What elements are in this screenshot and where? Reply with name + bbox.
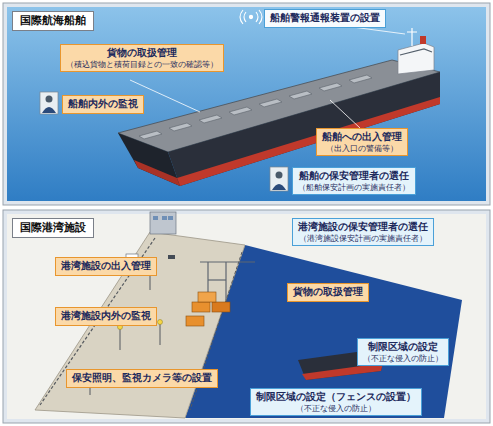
- port-illustration: [185, 245, 462, 418]
- port-illustration: [186, 316, 204, 326]
- box-note: （港湾施設保安計画の実施責任者）: [298, 234, 428, 243]
- box-heading: 船舶内外の監視: [68, 98, 138, 111]
- panel-title: 国際港湾施設: [12, 218, 94, 238]
- measure-box: 制限区域の設定（フェンスの設置）（不正な侵入の防止）: [250, 388, 422, 416]
- ship-illustration: [407, 32, 417, 33]
- person-icon: [270, 167, 288, 191]
- ship-panel: [3, 3, 490, 205]
- box-heading: 港湾施設の出入管理: [61, 260, 151, 273]
- signal-icon: [259, 10, 262, 24]
- port-illustration: [225, 262, 226, 300]
- ship-illustration: [289, 91, 312, 99]
- leader-line: [330, 100, 360, 128]
- measure-box: 船舶の保安管理者の選任（船舶保安計画の実施責任者）: [292, 167, 416, 195]
- port-illustration: [212, 302, 230, 312]
- ship-panel: [7, 7, 486, 201]
- port-panel: [3, 210, 490, 423]
- measure-box: 貨物の取扱管理（積込貨物と積荷目録との一致の確認等）: [60, 44, 224, 72]
- ship-illustration: [398, 43, 434, 74]
- port-panel: [3, 210, 490, 423]
- ship-illustration: [118, 133, 180, 186]
- port-illustration: [35, 232, 245, 418]
- port-illustration: [153, 216, 158, 220]
- measure-box: 貨物の取扱管理: [287, 283, 369, 302]
- port-illustration: [198, 292, 216, 302]
- port-illustration: [168, 255, 175, 259]
- port-illustration: [162, 216, 167, 220]
- person-icon: [276, 172, 283, 179]
- port-illustration: [208, 279, 226, 280]
- person-icon: [42, 107, 56, 113]
- ship-illustration: [139, 131, 162, 139]
- measure-box: 船舶内外の監視: [62, 95, 144, 114]
- box-heading: 船舶の保安管理者の選任: [298, 170, 410, 183]
- port-illustration: [168, 216, 173, 220]
- person-icon: [272, 184, 286, 190]
- box-note: （不正な侵入の防止）: [256, 404, 416, 413]
- signal-icon: [249, 15, 252, 18]
- box-heading: 船舶警報通報装置の設置: [270, 12, 380, 25]
- signal-icon: [244, 12, 246, 22]
- measure-box: 保安照明、監視カメラ等の設置: [66, 369, 218, 388]
- box-heading: 港湾施設の保安管理者の選任: [298, 221, 428, 234]
- panel-title: 国際航海船舶: [12, 11, 94, 31]
- box-heading: 制限区域の設定（フェンスの設置）: [256, 391, 416, 404]
- measure-box: 制限区域の設定（不正な侵入の防止）: [357, 338, 449, 366]
- port-illustration: [35, 212, 462, 418]
- measure-box: 船舶への出入管理（出入口の警備等）: [316, 128, 408, 156]
- ship-illustration: [169, 123, 192, 131]
- box-heading: 制限区域の設定: [363, 341, 443, 354]
- ship-illustration: [199, 115, 222, 123]
- ship-illustration: [229, 107, 252, 115]
- box-heading: 貨物の取扱管理: [66, 47, 218, 60]
- box-heading: 国際航海船舶: [20, 14, 86, 28]
- ship-illustration: [420, 36, 426, 44]
- box-heading: 国際港湾施設: [20, 221, 86, 235]
- person-icon: [40, 92, 58, 114]
- signal-icon: [240, 10, 262, 24]
- measure-box: 港湾施設の保安管理者の選任（港湾施設保安計画の実施責任者）: [292, 218, 434, 246]
- ship-illustration: [134, 160, 180, 186]
- person-icon: [270, 167, 288, 191]
- measure-box: 港湾施設内外の監視: [55, 307, 157, 326]
- port-illustration: [192, 302, 210, 312]
- port-illustration: [160, 323, 161, 345]
- port-panel: [7, 214, 486, 419]
- box-heading: 船舶への出入管理: [322, 131, 402, 144]
- measure-box: 港湾施設の出入管理: [55, 257, 157, 276]
- box-heading: 保安照明、監視カメラ等の設置: [72, 372, 212, 385]
- port-illustration: [200, 261, 255, 262]
- ship-illustration: [400, 49, 432, 55]
- port-illustration: [158, 320, 163, 325]
- box-heading: 貨物の取扱管理: [293, 286, 363, 299]
- port-illustration: [120, 328, 121, 350]
- ship-illustration: [319, 83, 342, 91]
- person-icon: [40, 92, 58, 114]
- signal-icon: [256, 12, 258, 22]
- ship-illustration: [259, 99, 282, 107]
- box-note: （船舶保安計画の実施責任者）: [298, 183, 410, 192]
- box-note: （出入口の警備等）: [322, 144, 402, 153]
- ship-panel: [3, 3, 490, 205]
- box-note: （不正な侵入の防止）: [363, 354, 443, 363]
- port-illustration: [150, 212, 176, 234]
- box-heading: 港湾施設内外の監視: [61, 310, 151, 323]
- ship-illustration: [411, 28, 412, 46]
- ship-illustration: [349, 75, 372, 83]
- ship-illustration: [177, 97, 440, 186]
- person-icon: [46, 96, 53, 103]
- measure-box: 船舶警報通報装置の設置: [264, 9, 386, 28]
- leader-line: [130, 24, 405, 128]
- box-note: （積込貨物と積荷目録との一致の確認等）: [66, 60, 218, 69]
- signal-icon: [240, 10, 243, 24]
